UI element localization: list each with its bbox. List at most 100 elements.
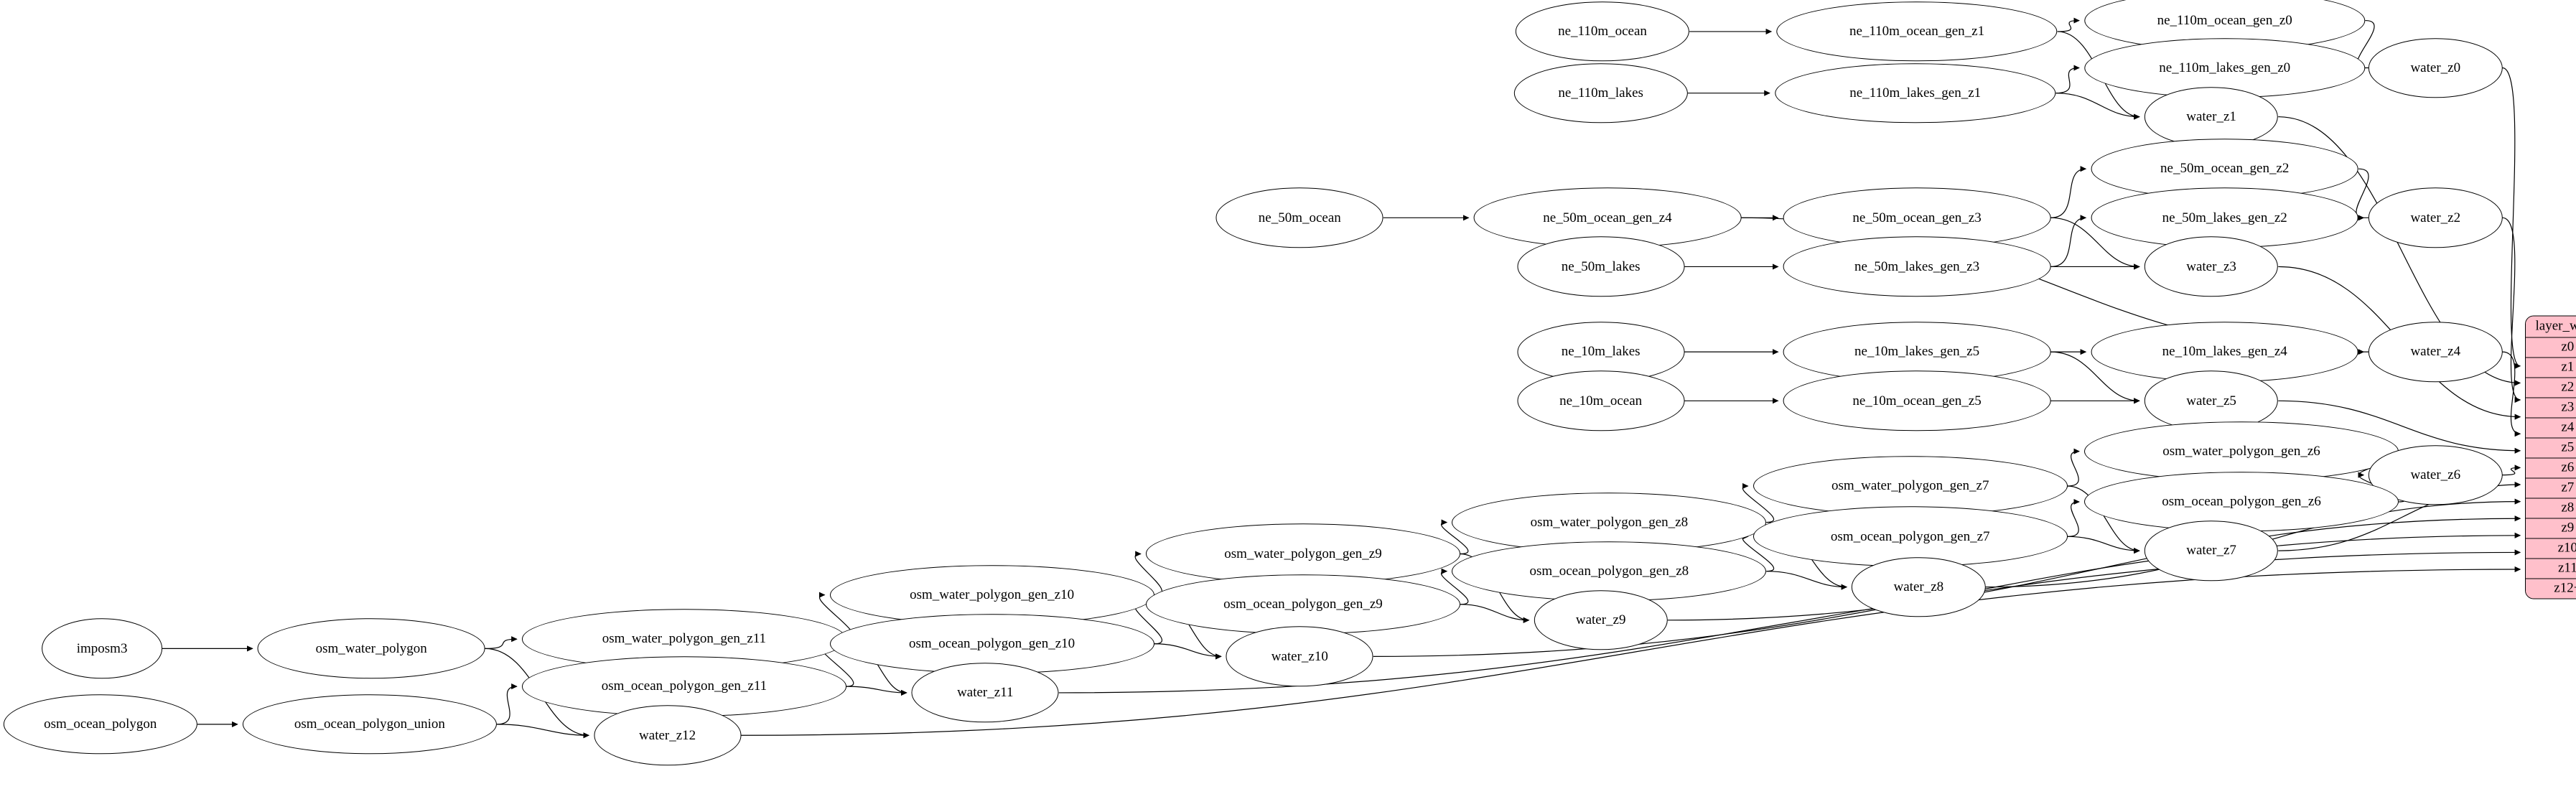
graph-edge-osm_ocean_polygon_gen_z9-to-water_z9 [1460, 604, 1531, 627]
graph-node-osm_ocean_polygon_gen_z9[interactable]: osm_ocean_polygon_gen_z9 [1145, 574, 1460, 635]
graph-node-osm_ocean_polygon_gen_z8[interactable]: osm_ocean_polygon_gen_z8 [1452, 541, 1767, 602]
graph-node-ne_10m_lakes_gen_z5[interactable]: ne_10m_lakes_gen_z5 [1783, 322, 2051, 382]
graph-node-label: water_z10 [1271, 648, 1328, 664]
graph-node-label: osm_ocean_polygon_gen_z10 [909, 636, 1075, 652]
graph-node-ne_110m_lakes[interactable]: ne_110m_lakes [1513, 62, 1688, 123]
graph-node-label: ne_50m_ocean_gen_z3 [1852, 210, 1982, 225]
graph-node-water_z8[interactable]: water_z8 [1852, 556, 1986, 617]
graph-node-ne_110m_ocean[interactable]: ne_110m_ocean [1515, 1, 1690, 62]
graph-edge-osm_ocean_polygon_gen_z10-to-water_z10 [1154, 644, 1223, 663]
graph-node-label: imposm3 [76, 640, 128, 656]
graph-node-osm_water_polygon[interactable]: osm_water_polygon [257, 618, 485, 679]
layer-water-row-z3[interactable]: z3 [2526, 398, 2576, 419]
layer-water-row-z5[interactable]: z5 [2526, 438, 2576, 459]
graph-node-label: ne_110m_ocean_gen_z1 [1849, 24, 1985, 39]
graph-edge-water_z6-to-layer_water_z6 [2502, 461, 2522, 475]
layer-water-row-z11[interactable]: z11 [2526, 559, 2576, 579]
graph-node-label: ne_10m_ocean [1559, 393, 1643, 408]
layer-water-row-z7[interactable]: z7 [2526, 478, 2576, 499]
graph-node-label: osm_ocean_polygon [44, 716, 157, 732]
graph-node-ne_50m_ocean_gen_z4[interactable]: ne_50m_ocean_gen_z4 [1473, 187, 1742, 248]
layer-water-row-z0[interactable]: z0 [2526, 337, 2576, 358]
graph-node-label: ne_10m_ocean_gen_z5 [1852, 393, 1982, 408]
graph-node-label: osm_water_polygon_gen_z6 [2162, 444, 2320, 459]
graph-node-label: water_z5 [2186, 393, 2236, 408]
graph-node-label: ne_110m_ocean [1558, 24, 1647, 39]
graph-node-label: ne_110m_ocean_gen_z0 [2157, 13, 2292, 29]
graph-node-water_z2[interactable]: water_z2 [2369, 187, 2503, 248]
graph-edge-osm_ocean_polygon_union-to-water_z12 [497, 724, 591, 742]
graph-edge-ne_110m_ocean_gen_z1-to-ne_110m_ocean_gen_z0 [2058, 14, 2081, 32]
graph-node-label: ne_50m_ocean [1258, 210, 1341, 225]
graph-node-label: ne_110m_lakes [1558, 85, 1643, 101]
graph-edge-osm_ocean_polygon_gen_z8-to-water_z8 [1766, 571, 1849, 594]
graph-node-label: osm_ocean_polygon_gen_z6 [2162, 494, 2321, 510]
graph-node-label: osm_water_polygon_gen_z8 [1530, 515, 1689, 531]
graph-node-label: ne_50m_ocean_gen_z2 [2160, 161, 2290, 177]
graph-node-label: water_z12 [639, 727, 696, 743]
graph-node-ne_10m_ocean[interactable]: ne_10m_ocean [1517, 370, 1685, 431]
graph-node-ne_110m_lakes_gen_z1[interactable]: ne_110m_lakes_gen_z1 [1774, 62, 2056, 123]
graph-node-water_z12[interactable]: water_z12 [594, 705, 742, 766]
graph-node-label: osm_ocean_polygon_gen_z9 [1223, 597, 1383, 612]
graph-node-ne_110m_ocean_gen_z1[interactable]: ne_110m_ocean_gen_z1 [1776, 1, 2058, 62]
graph-node-label: osm_ocean_polygon_gen_z7 [1830, 528, 1990, 544]
layer-water-table[interactable]: layer_waterz0z1z2z3z4z5z6z7z8z9z10z11z12… [2525, 315, 2576, 599]
graph-node-osm_water_polygon_gen_z6[interactable]: osm_water_polygon_gen_z6 [2084, 421, 2399, 482]
graph-node-water_z10[interactable]: water_z10 [1226, 626, 1373, 687]
graph-node-label: osm_water_polygon_gen_z9 [1224, 546, 1382, 561]
layer-water-row-z9[interactable]: z9 [2526, 518, 2576, 539]
graph-node-osm_ocean_polygon_gen_z6[interactable]: osm_ocean_polygon_gen_z6 [2084, 472, 2399, 532]
graph-node-ne_50m_lakes[interactable]: ne_50m_lakes [1517, 236, 1685, 297]
graph-node-label: ne_50m_lakes [1561, 258, 1641, 274]
graph-node-label: ne_50m_lakes_gen_z2 [2162, 210, 2287, 225]
graph-edge-osm_ocean_polygon_gen_z11-to-water_z11 [846, 686, 908, 700]
graph-node-water_z9[interactable]: water_z9 [1534, 590, 1668, 650]
graph-node-osm_ocean_polygon_union[interactable]: osm_ocean_polygon_union [242, 694, 497, 755]
graph-edge-ne_110m_lakes_gen_z1-to-ne_110m_lakes_gen_z0 [2055, 61, 2081, 93]
graph-node-label: ne_10m_lakes_gen_z4 [2162, 344, 2287, 360]
graph-node-label: water_z11 [957, 685, 1014, 701]
layer-water-row-z8[interactable]: z8 [2526, 498, 2576, 519]
graph-node-label: osm_water_polygon_gen_z10 [910, 587, 1075, 603]
graph-edge-osm_ocean_polygon_gen_z7-to-water_z7 [2068, 536, 2141, 558]
graph-node-imposm3[interactable]: imposm3 [42, 618, 162, 679]
graph-node-label: ne_110m_lakes_gen_z1 [1849, 85, 1982, 101]
graph-node-label: water_z3 [2186, 258, 2236, 274]
graph-node-water_z7[interactable]: water_z7 [2144, 520, 2279, 581]
graph-node-ne_50m_lakes_gen_z3[interactable]: ne_50m_lakes_gen_z3 [1783, 236, 2051, 297]
graph-node-osm_ocean_polygon[interactable]: osm_ocean_polygon [3, 694, 197, 755]
layer-water-row-z4[interactable]: z4 [2526, 418, 2576, 439]
graph-edge-osm_water_polygon-to-osm_water_polygon_gen_z11 [485, 632, 518, 648]
graph-node-label: water_z0 [2410, 60, 2461, 75]
graph-edge-ne_50m_ocean_gen_z3-to-ne_50m_ocean_gen_z2 [2050, 162, 2088, 218]
graph-node-osm_water_polygon_gen_z9[interactable]: osm_water_polygon_gen_z9 [1145, 523, 1460, 584]
graph-node-label: ne_110m_lakes_gen_z0 [2159, 60, 2291, 75]
layer-water-row-z2[interactable]: z2 [2526, 378, 2576, 398]
graph-node-label: ne_10m_lakes_gen_z5 [1854, 344, 1980, 360]
graph-node-water_z11[interactable]: water_z11 [911, 663, 1059, 723]
graph-node-label: osm_water_polygon [315, 640, 427, 656]
graph-edge-water_z2-to-layer_water_z2 [2502, 218, 2522, 407]
layer-water-row-z1[interactable]: z1 [2526, 358, 2576, 378]
graph-node-label: osm_ocean_polygon_gen_z8 [1529, 564, 1689, 579]
graph-edge-osm_ocean_polygon_union-to-osm_ocean_polygon_gen_z11 [497, 679, 518, 724]
graph-node-label: water_z7 [2186, 543, 2236, 559]
graph-edge-water_z0-to-layer_water_z0 [2502, 68, 2522, 373]
graph-edge-ne_110m_lakes_gen_z1-to-water_z1 [2055, 93, 2141, 123]
graph-node-label: osm_water_polygon_gen_z7 [1831, 478, 1989, 494]
graph-node-water_z1[interactable]: water_z1 [2144, 86, 2279, 147]
graph-edge-ne_50m_lakes_gen_z3-to-ne_50m_lakes_gen_z2 [2050, 211, 2088, 266]
graph-edge-osm_ocean_polygon_gen_z7-to-osm_ocean_polygon_gen_z6 [2066, 495, 2081, 536]
layer-water-row-z12+[interactable]: z12+ [2526, 579, 2576, 599]
layer-water-row-z6[interactable]: z6 [2526, 458, 2576, 479]
graph-edge-water_z4-to-layer_water_z4 [2502, 352, 2522, 441]
graph-node-water_z3[interactable]: water_z3 [2144, 236, 2279, 297]
layer-water-row-z10[interactable]: z10 [2526, 538, 2576, 559]
graph-node-ne_50m_ocean[interactable]: ne_50m_ocean [1215, 187, 1383, 248]
graph-node-ne_10m_ocean_gen_z5[interactable]: ne_10m_ocean_gen_z5 [1783, 370, 2051, 431]
graph-node-label: osm_ocean_polygon_union [294, 716, 445, 732]
graph-node-water_z4[interactable]: water_z4 [2369, 322, 2503, 382]
graph-node-water_z0[interactable]: water_z0 [2369, 37, 2503, 98]
